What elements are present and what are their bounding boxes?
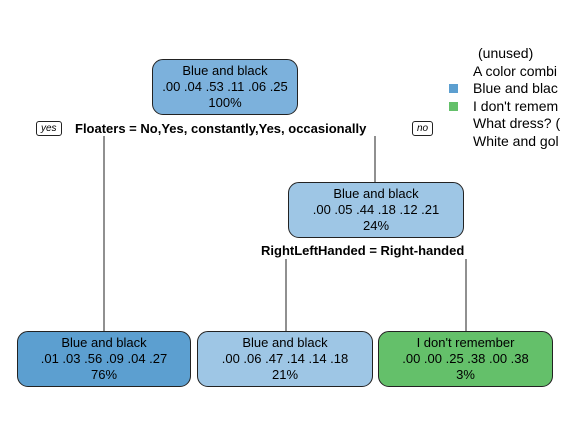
node2-probs: .00 .05 .44 .18 .12 .21: [312, 202, 440, 217]
root-node-class: Blue and black: [182, 63, 268, 78]
node-right-handed-split: Blue and black .00 .05 .44 .18 .12 .21 2…: [288, 182, 464, 238]
root-node-probs: .00 .04 .53 .11 .06 .25: [162, 79, 288, 94]
root-node: Blue and black .00 .04 .53 .11 .06 .25 1…: [152, 59, 298, 115]
legend-key-blue: [449, 84, 458, 93]
leaf-blue-and-black-21: Blue and black .00 .06 .47 .14 .14 .18 2…: [197, 331, 373, 387]
legend-item: I don't remem: [446, 98, 570, 116]
legend-item: A color combi: [446, 63, 570, 81]
legend-label: Blue and blac: [473, 80, 558, 96]
legend-item: What dress? (: [446, 115, 570, 133]
legend-item: Blue and blac: [446, 80, 570, 98]
legend-key-green: [449, 101, 458, 111]
leaf1-class: Blue and black: [61, 335, 147, 350]
legend-label: A color combi: [473, 62, 558, 79]
legend-label: White and gol: [473, 132, 559, 149]
legend-title: (unused): [478, 45, 534, 61]
root-node-percent: 100%: [208, 95, 242, 110]
yes-tag: yes: [36, 121, 62, 136]
leaf2-probs: .00 .06 .47 .14 .14 .18: [221, 351, 349, 366]
leaf3-class: I don't remember: [416, 335, 515, 350]
leaf-i-dont-remember-3: I don't remember .00 .00 .25 .38 .00 .38…: [378, 331, 553, 387]
legend-label: What dress? (: [473, 115, 561, 131]
split-floaters: Floaters = No,Yes, constantly,Yes, occas…: [75, 121, 367, 136]
leaf3-probs: .00 .00 .25 .38 .00 .38: [402, 351, 529, 366]
legend: (unused) A color combi Blue and blac I d…: [446, 45, 570, 150]
split-right-left-handed: RightLeftHanded = Right-handed: [261, 243, 465, 258]
legend-item: White and gol: [446, 133, 570, 151]
leaf2-class: Blue and black: [242, 335, 328, 350]
leaf1-probs: .01 .03 .56 .09 .04 .27: [40, 351, 168, 366]
no-tag: no: [412, 121, 434, 136]
leaf3-percent: 3%: [456, 367, 475, 382]
leaf1-percent: 76%: [90, 367, 118, 382]
node2-percent: 24%: [362, 218, 390, 233]
leaf-blue-and-black-76: Blue and black .01 .03 .56 .09 .04 .27 7…: [17, 331, 191, 387]
node2-class: Blue and black: [333, 186, 419, 201]
leaf2-percent: 21%: [271, 367, 299, 382]
legend-label: I don't remem: [473, 97, 559, 114]
